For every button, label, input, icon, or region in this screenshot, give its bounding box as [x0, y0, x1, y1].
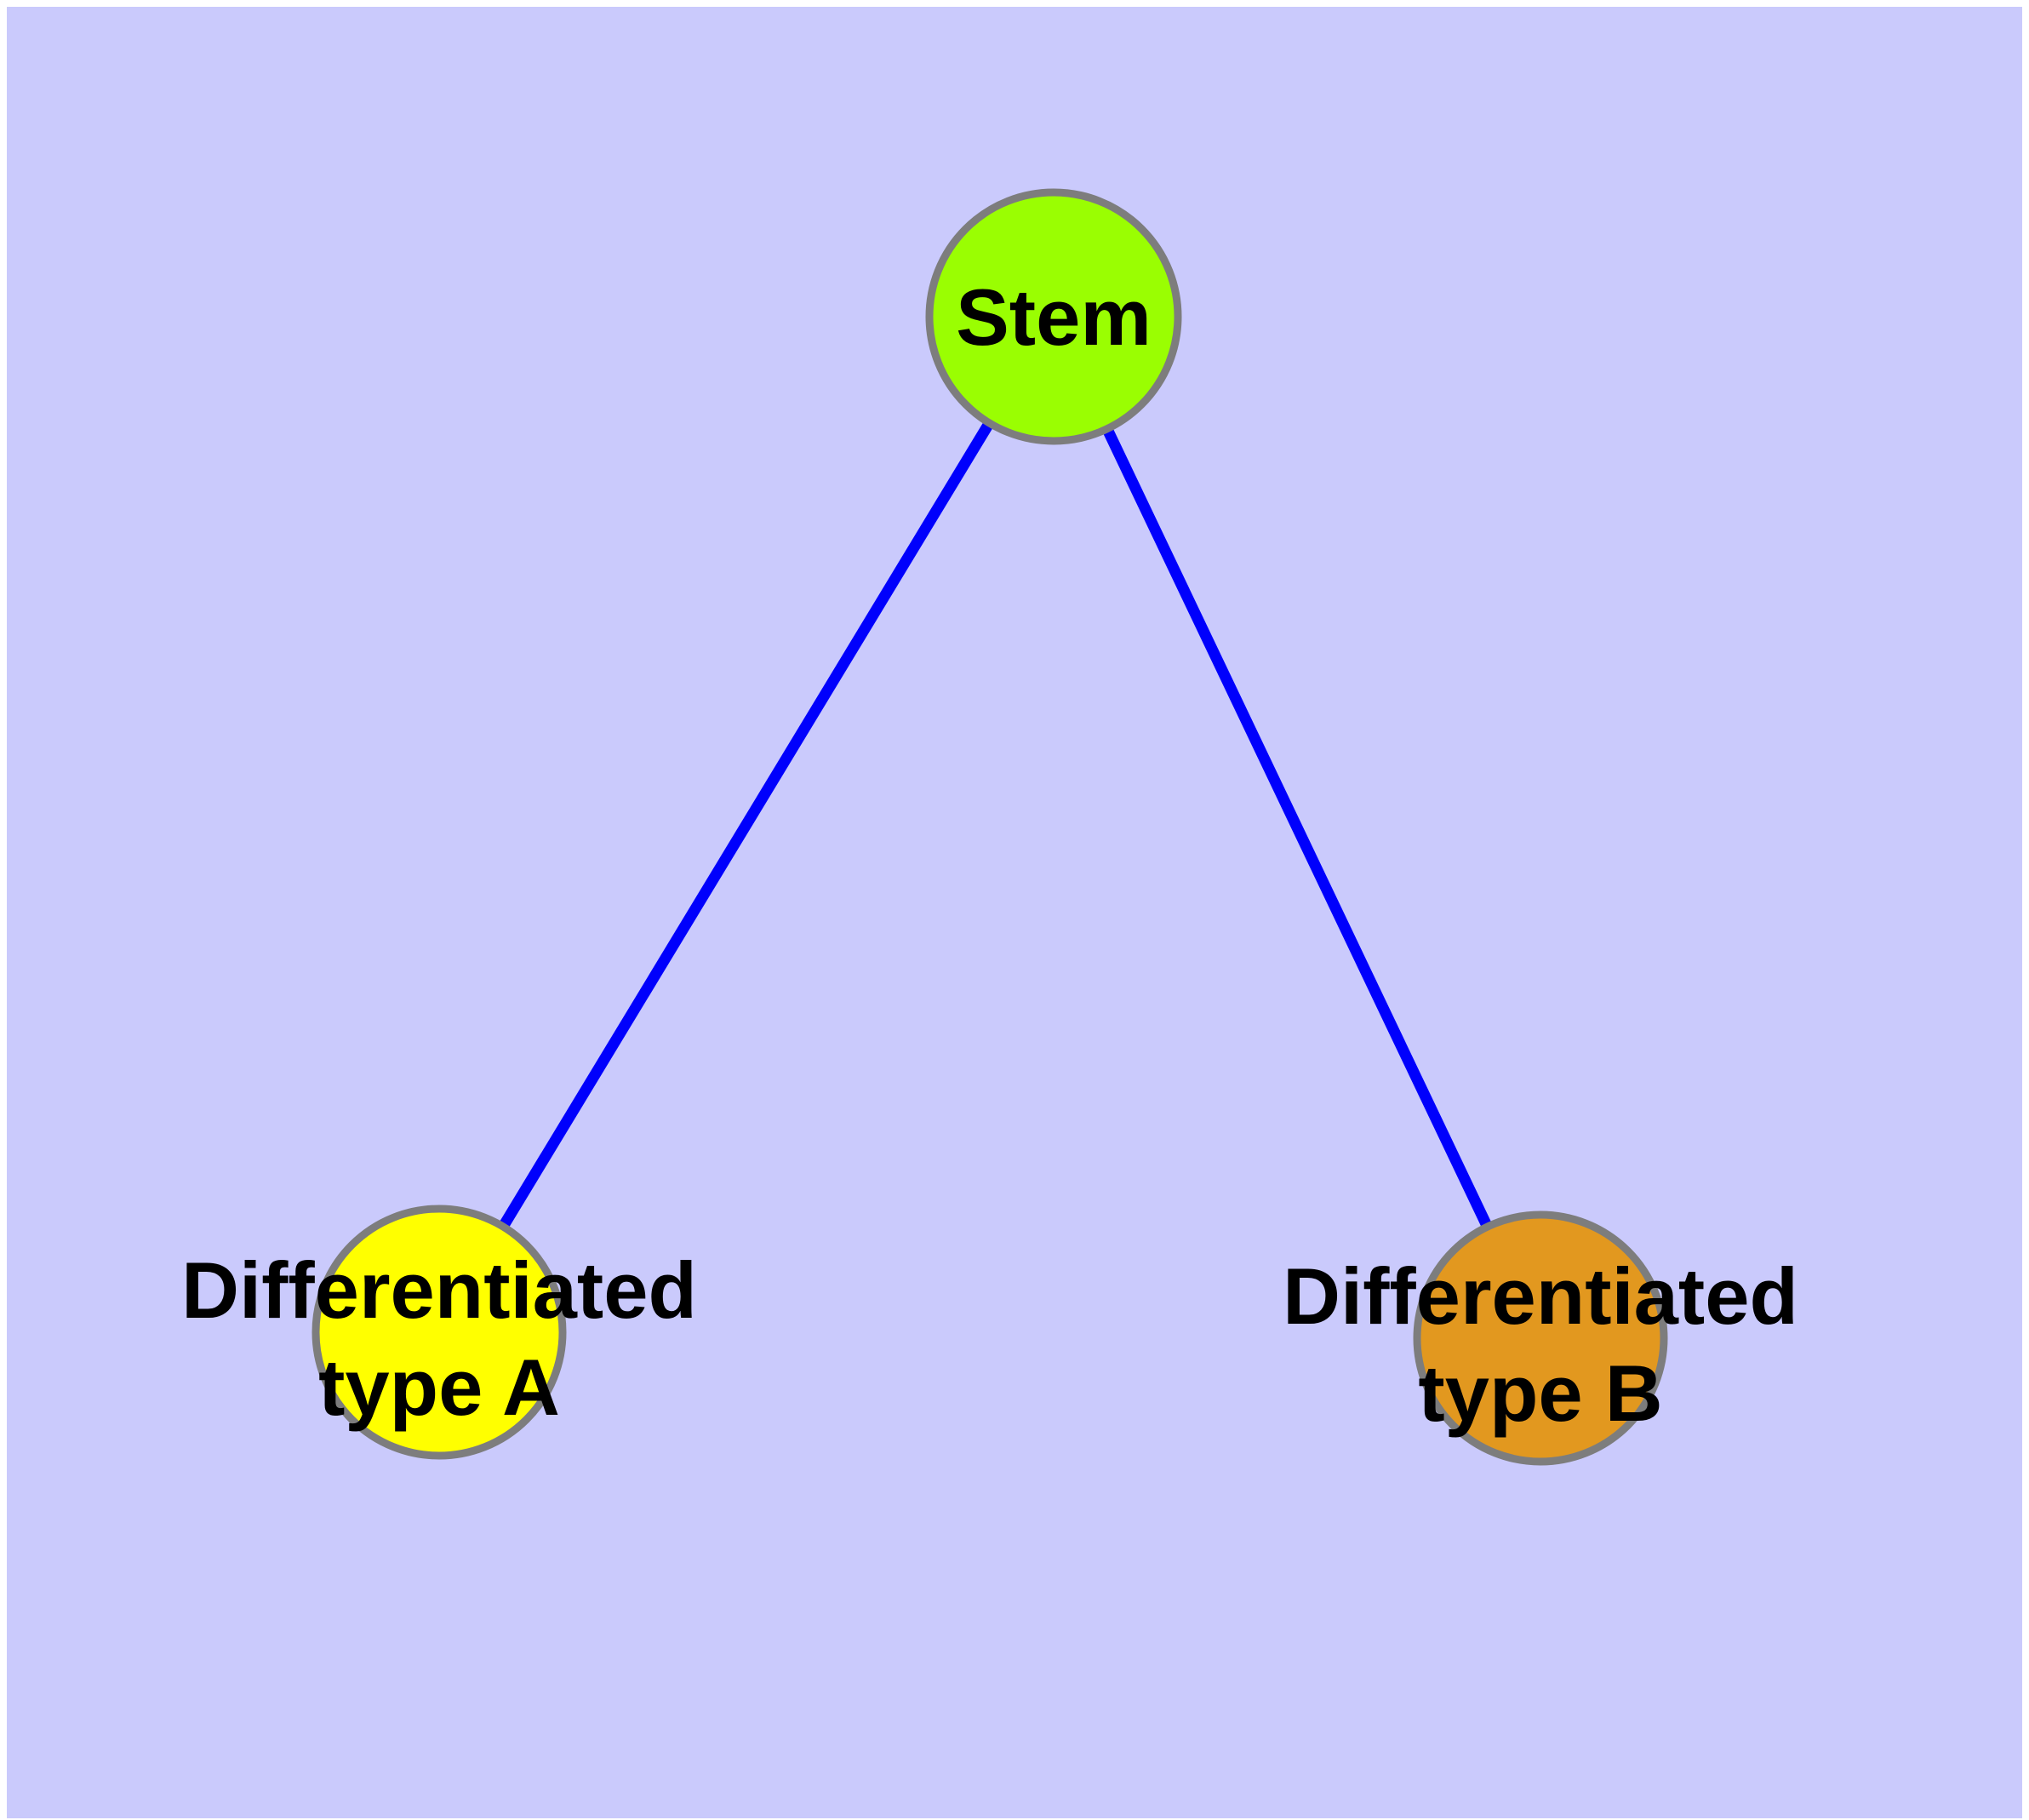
node-differentiated-type-b-label: Differentiated — [1283, 1251, 1798, 1341]
node-stem-label: Stem — [956, 272, 1152, 362]
node-differentiated-type-b-label: type B — [1418, 1348, 1662, 1438]
node-differentiated-type-a-label: type A — [318, 1342, 560, 1432]
node-differentiated-type-b — [1413, 1210, 1668, 1466]
edge-stem-differentiated-type-a — [433, 311, 1060, 1338]
edge-stem-differentiated-type-b — [1048, 311, 1546, 1344]
node-stem — [925, 188, 1182, 445]
node-differentiated-type-a-label: Differentiated — [181, 1245, 697, 1335]
node-differentiated-type-a — [311, 1205, 567, 1460]
